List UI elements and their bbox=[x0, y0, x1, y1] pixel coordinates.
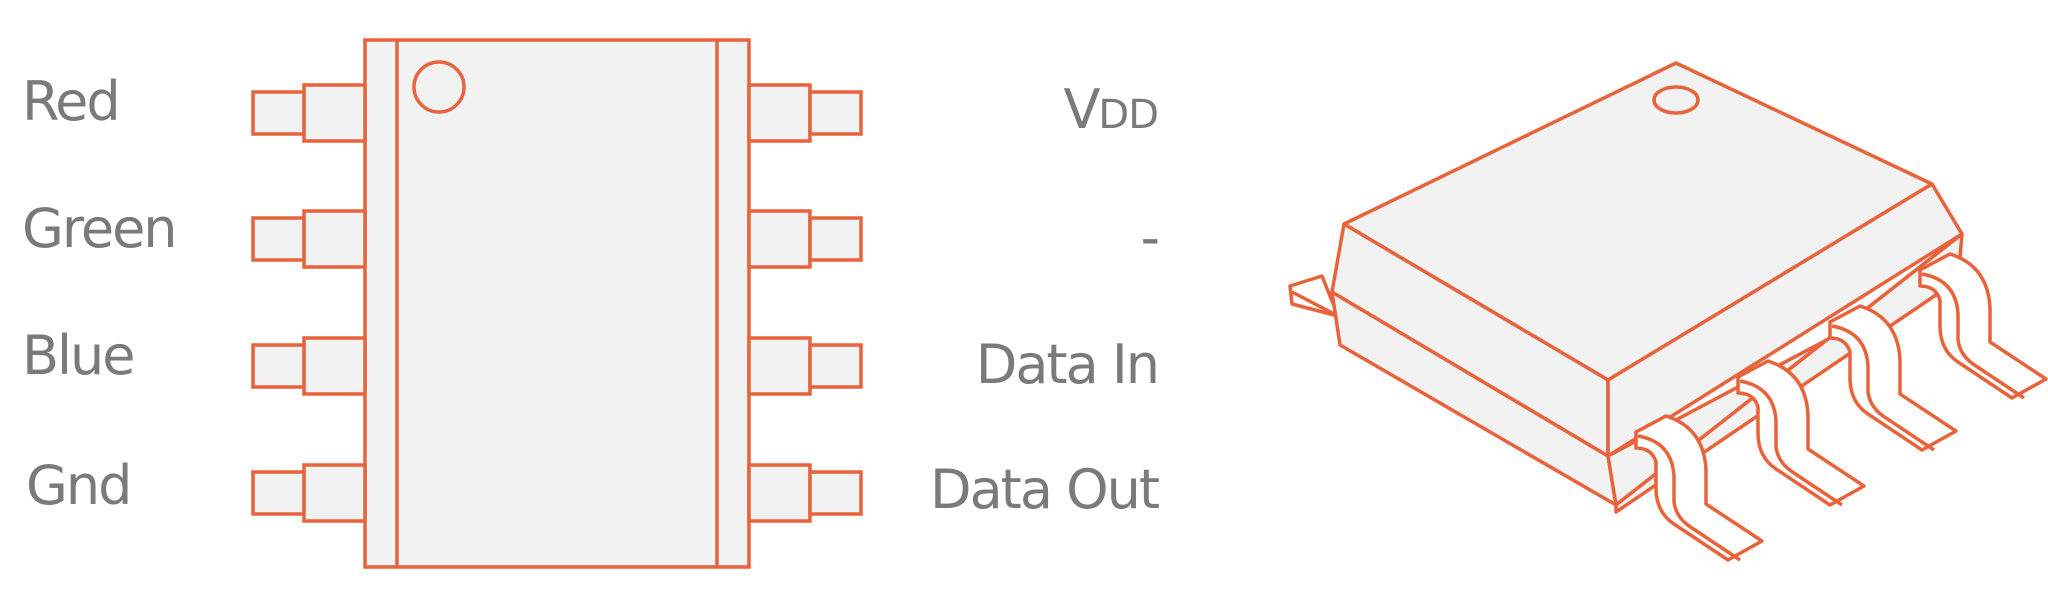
pin-right-8 bbox=[747, 83, 863, 143]
lead-ridge bbox=[1637, 434, 1741, 562]
pin-tip bbox=[808, 90, 863, 136]
pin-right-7 bbox=[747, 209, 863, 269]
pin1-marker bbox=[412, 60, 466, 114]
pin-tip bbox=[251, 216, 307, 262]
pin-base bbox=[302, 83, 367, 143]
pin-left-1 bbox=[251, 83, 367, 143]
label-pin-6: Data In bbox=[975, 333, 1160, 396]
pin-tip bbox=[251, 470, 307, 516]
pin-base bbox=[302, 209, 367, 269]
package-lead-3 bbox=[1828, 304, 1958, 452]
pin-right-6 bbox=[747, 336, 863, 396]
pin-left-3 bbox=[251, 336, 367, 396]
pin-base bbox=[747, 209, 812, 269]
pin-tip bbox=[808, 216, 863, 262]
back-lead-edge bbox=[1291, 290, 1339, 318]
package-chamfer-right bbox=[1606, 182, 1964, 458]
lead-ridge bbox=[1831, 324, 1935, 452]
label-pin-8-sub: DD bbox=[1098, 92, 1159, 138]
package-leads bbox=[1634, 252, 2048, 562]
label-pin-3: Blue bbox=[22, 324, 135, 387]
label-pin-8-main: V bbox=[1063, 78, 1100, 141]
schematic-view bbox=[251, 38, 863, 569]
label-pin-8: VDD bbox=[1063, 78, 1159, 145]
label-pin-2: Green bbox=[22, 197, 178, 260]
pin-tip bbox=[808, 470, 863, 516]
pin-base bbox=[747, 336, 812, 396]
package-lead-2 bbox=[1736, 359, 1866, 507]
pin-base bbox=[747, 463, 812, 523]
pin-base bbox=[747, 83, 812, 143]
pin-base bbox=[302, 463, 367, 523]
package-lead-1 bbox=[1634, 414, 1764, 562]
left-pins bbox=[251, 83, 367, 523]
label-pin-7: - bbox=[1140, 206, 1160, 269]
lead-outline bbox=[1918, 252, 2048, 400]
lead-ridge bbox=[1739, 379, 1843, 507]
pin-tip bbox=[808, 343, 863, 389]
package-lead-4 bbox=[1918, 252, 2048, 400]
pin-tip bbox=[251, 90, 307, 136]
pin-tip bbox=[251, 343, 307, 389]
label-pin-1: Red bbox=[22, 70, 121, 133]
pin-base bbox=[302, 336, 367, 396]
chip-body bbox=[363, 38, 751, 569]
package-3d-view bbox=[1288, 61, 2048, 562]
lead-ridge bbox=[1921, 272, 2025, 400]
pin-right-5 bbox=[747, 463, 863, 523]
pin-left-4 bbox=[251, 463, 367, 523]
label-pin-5: Data Out bbox=[929, 458, 1160, 521]
label-pin-4: Gnd bbox=[26, 454, 132, 517]
lead-outline bbox=[1828, 304, 1958, 452]
right-pins bbox=[747, 83, 863, 523]
pin-left-2 bbox=[251, 209, 367, 269]
package-pin1-dimple bbox=[1652, 85, 1700, 115]
